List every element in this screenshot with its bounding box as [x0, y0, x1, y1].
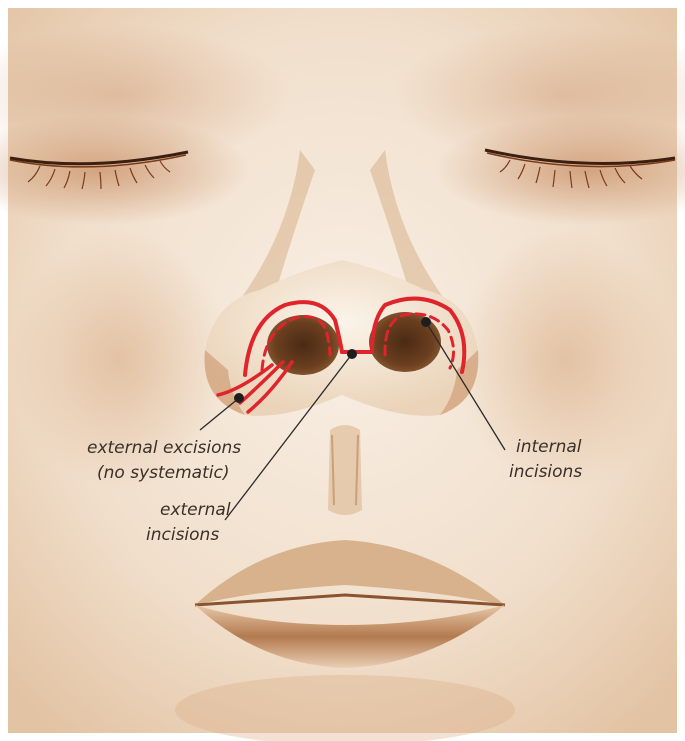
- external-incisions-label-line1: external: [160, 500, 231, 520]
- external-incisions-label-line2: incisions: [146, 525, 219, 545]
- internal-incisions-label-line1: internal: [516, 437, 582, 457]
- internal-incisions-label-line2: incisions: [509, 462, 582, 482]
- external-incision-pointer-dot: [347, 349, 357, 359]
- excision-pointer-dot: [234, 393, 244, 403]
- internal-incision-pointer-dot: [421, 317, 431, 327]
- external-excisions-note: (no systematic): [97, 463, 229, 483]
- external-excisions-label: external excisions: [87, 438, 241, 458]
